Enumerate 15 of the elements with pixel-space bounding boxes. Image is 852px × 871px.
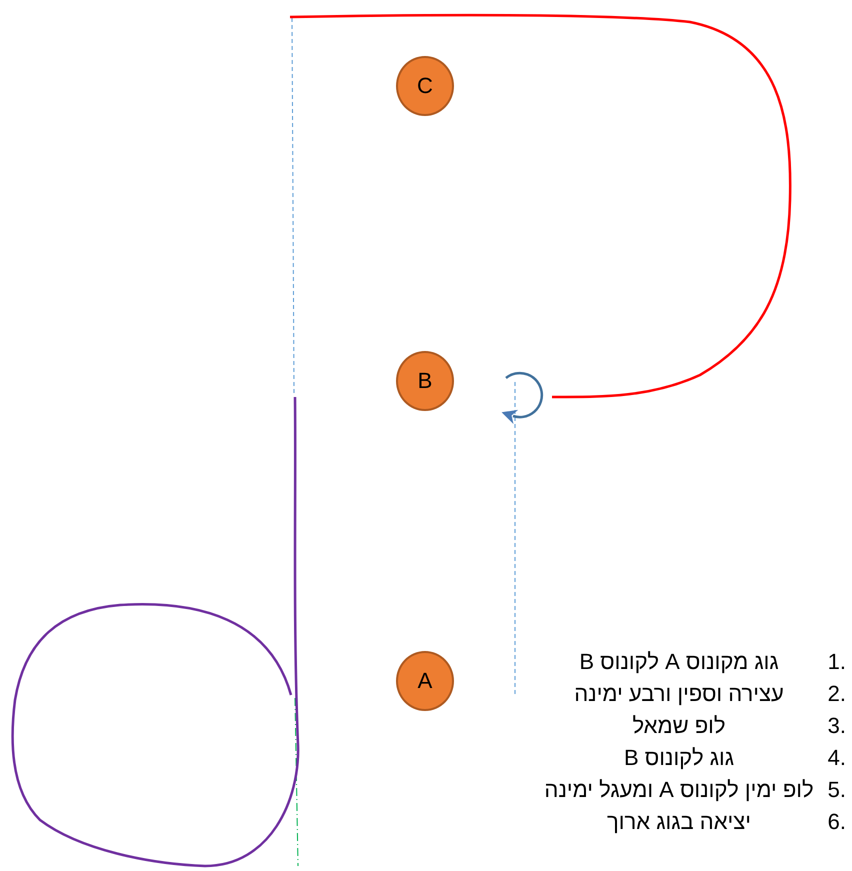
maneuver-step: לופ שמאל: [544, 712, 814, 740]
list-number: 5.: [828, 776, 846, 804]
list-number: 3.: [828, 712, 846, 740]
maneuver-step: גוג מקונוס A לקונוס B: [544, 648, 814, 676]
list-number: 2.: [828, 680, 846, 708]
maneuver-step: עצירה וספין ורבע ימינה: [544, 680, 814, 708]
list-number: 4.: [828, 744, 846, 772]
cone-letter: C: [417, 73, 433, 99]
cone-letter: A: [418, 668, 432, 694]
maneuver-step: גוג לקונוס B: [544, 744, 814, 772]
list-number: 1.: [828, 648, 846, 676]
maneuver-step: לופ ימין לקונוס A ומעגל ימינה: [544, 776, 814, 804]
list-number: 6.: [828, 808, 846, 836]
maneuver-step: יציאה בגוג ארוך: [544, 808, 814, 836]
cone-letter: B: [418, 368, 432, 394]
